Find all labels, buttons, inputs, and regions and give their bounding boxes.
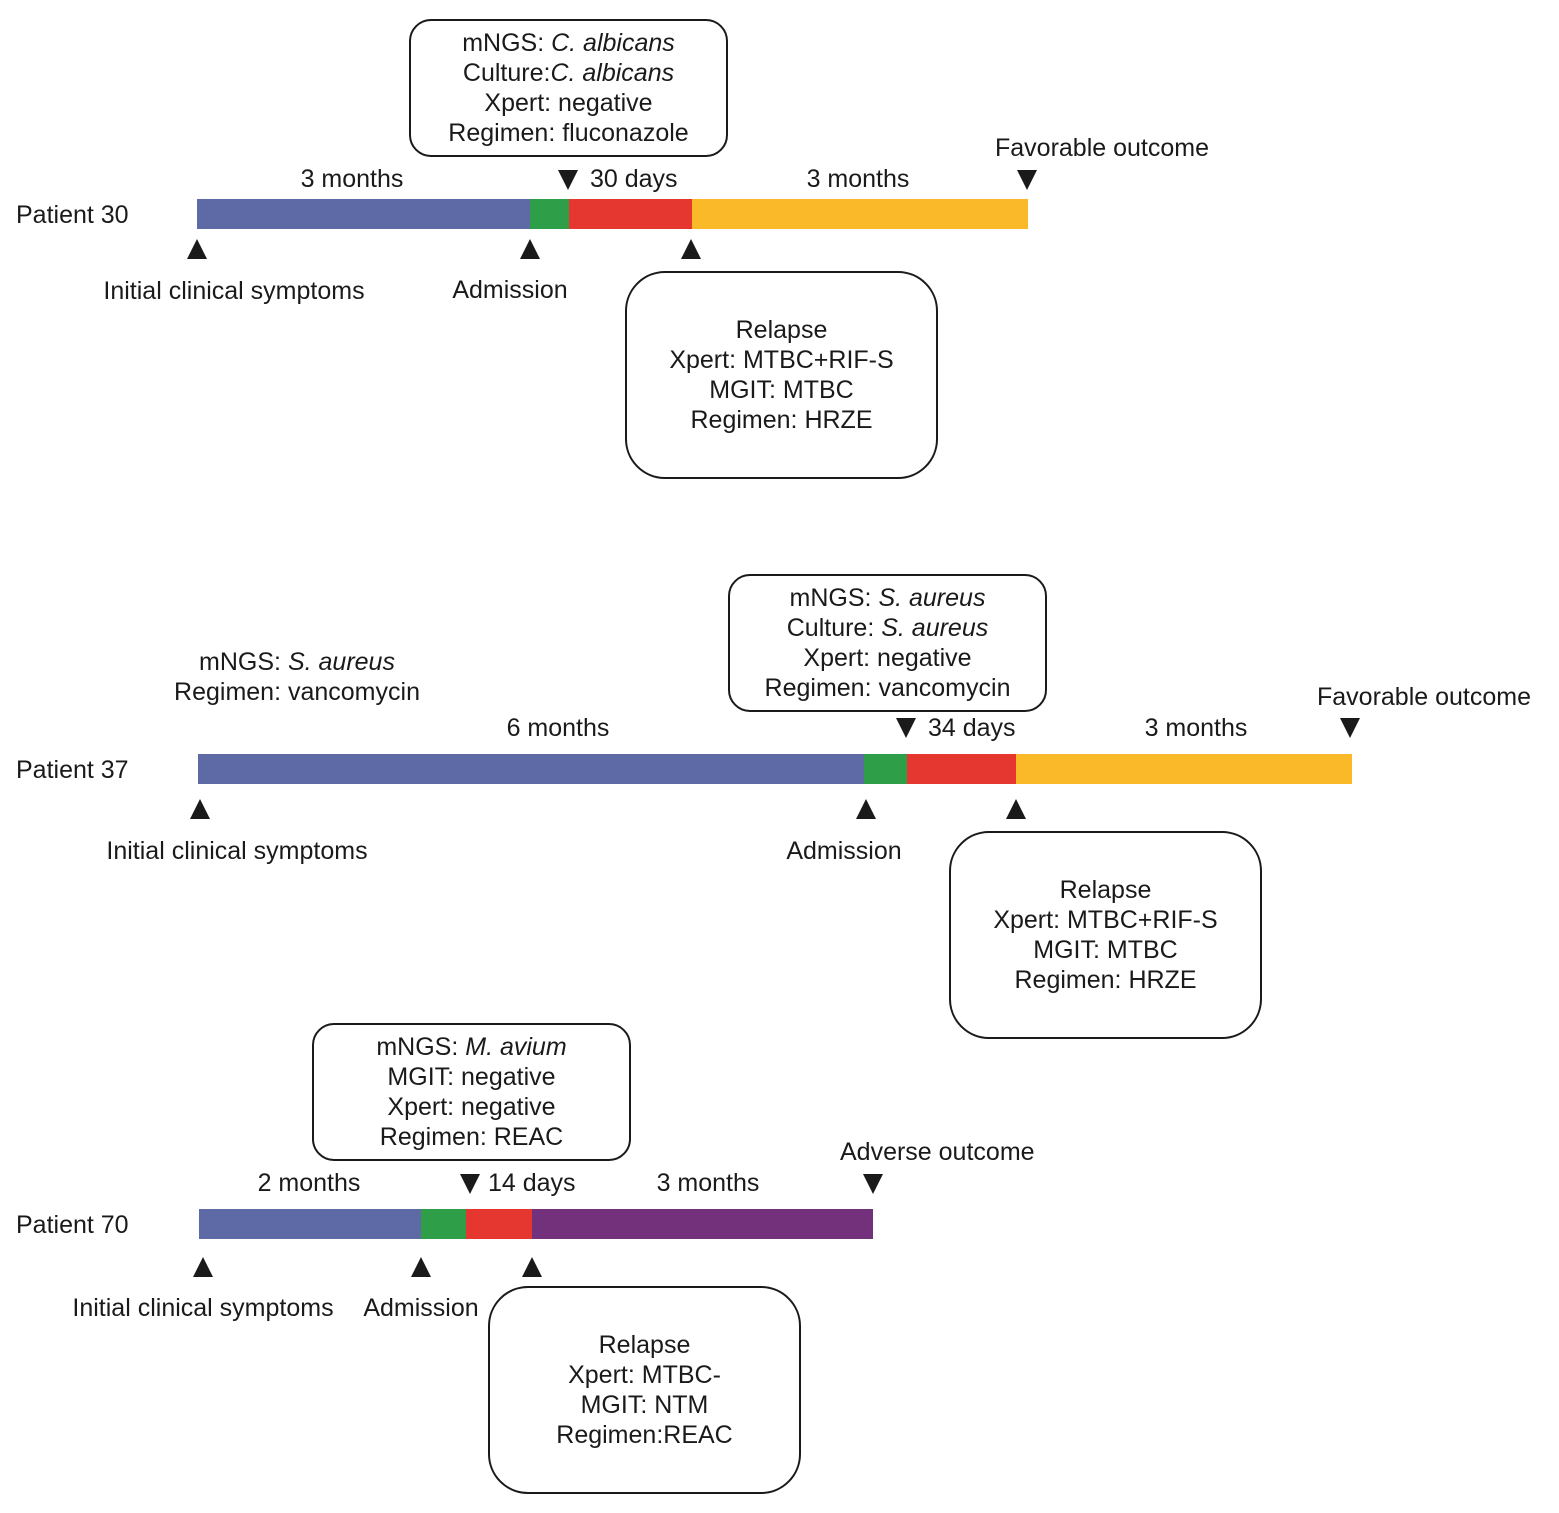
- p30-symptoms-label: Initial clinical symptoms: [103, 277, 365, 305]
- p37-culture-key: Culture:: [786, 614, 875, 642]
- p37-duration-treatment: 34 days: [928, 714, 1016, 742]
- p30-symptoms-marker: [187, 239, 207, 259]
- p70-duration-followup: 3 months: [656, 1169, 760, 1197]
- p37-culture-value: S. aureus: [881, 614, 989, 642]
- p70-admission-marker: [411, 1257, 431, 1277]
- p30-bar-pre-admission: [197, 199, 530, 229]
- p37-relapse-regimen: Regimen: HRZE: [1014, 966, 1197, 994]
- p30-outcome-label: Favorable outcome: [995, 134, 1210, 162]
- p37-regimen-line: Regimen: vancomycin: [764, 674, 1011, 702]
- p30-relapse-xpert: Xpert: MTBC+RIF-S: [669, 346, 894, 374]
- p37-diagnosis-marker: [896, 718, 916, 738]
- p70-relapse-marker: [522, 1257, 542, 1277]
- p70-relapse-mgit: MGIT: NTM: [580, 1391, 709, 1419]
- p30-relapse-regimen: Regimen: HRZE: [690, 406, 873, 434]
- p70-mgit-line: MGIT: negative: [387, 1063, 556, 1091]
- p37-admission-label: Admission: [786, 837, 902, 865]
- p30-admission-marker: [520, 239, 540, 259]
- p70-diagnosis-marker: [460, 1174, 480, 1194]
- p30-mngs-key: mNGS:: [462, 29, 545, 57]
- p37-mngs-value: S. aureus: [878, 584, 986, 612]
- p30-admission-label: Admission: [452, 276, 568, 304]
- p30-bar-treatment: [569, 199, 692, 229]
- p30-admission-findings-box: mNGS: C. albicans Culture:C. albicans Xp…: [409, 19, 728, 157]
- p37-admission-findings-box: mNGS: S. aureus Culture: S. aureus Xpert…: [728, 574, 1047, 712]
- p37-outcome-label: Favorable outcome: [1317, 683, 1532, 711]
- p30-diagnosis-marker: [558, 170, 578, 190]
- p30-duration-followup: 3 months: [806, 165, 910, 193]
- p37-relapse-xpert: Xpert: MTBC+RIF-S: [993, 906, 1218, 934]
- p30-culture-value: C. albicans: [550, 59, 675, 87]
- p30-regimen-line: Regimen: fluconazole: [448, 119, 689, 147]
- p37-pre-mngs-value: S. aureus: [287, 648, 395, 676]
- p37-outcome-marker: [1340, 718, 1360, 738]
- p70-admission-findings-box: mNGS: M. avium MGIT: negative Xpert: neg…: [312, 1023, 631, 1161]
- p30-relapse-marker: [681, 239, 701, 259]
- p37-bar-pre-admission: [198, 754, 864, 784]
- p70-bar-followup: [532, 1209, 873, 1239]
- p30-duration-treatment: 30 days: [590, 165, 678, 193]
- p30-mngs-value: C. albicans: [551, 29, 675, 57]
- p30-xpert-line: Xpert: negative: [484, 89, 653, 117]
- p37-relapse-box: Relapse Xpert: MTBC+RIF-S MGIT: MTBC Reg…: [949, 831, 1262, 1039]
- p70-mngs-value: M. avium: [465, 1033, 567, 1061]
- p37-pre-mngs-key: mNGS:: [199, 648, 281, 676]
- p37-pre-admission-mngs: mNGS: S. aureus: [199, 647, 395, 677]
- p70-outcome-label: Adverse outcome: [840, 1138, 1035, 1166]
- p30-bar-followup: [692, 199, 1028, 229]
- p70-xpert-line: Xpert: negative: [387, 1093, 556, 1121]
- p37-patient-label: Patient 37: [16, 756, 129, 784]
- p37-symptoms-label: Initial clinical symptoms: [106, 837, 368, 865]
- p70-duration-treatment: 14 days: [488, 1169, 576, 1197]
- p70-relapse-regimen: Regimen:REAC: [556, 1421, 733, 1449]
- p30-bar-admission: [530, 199, 569, 229]
- p37-relapse-marker: [1006, 799, 1026, 819]
- p30-outcome-marker: [1017, 170, 1037, 190]
- p30-relapse-box: Relapse Xpert: MTBC+RIF-S MGIT: MTBC Reg…: [625, 271, 938, 479]
- p70-relapse-box: Relapse Xpert: MTBC- MGIT: NTM Regimen:R…: [488, 1286, 801, 1494]
- p30-relapse-mgit: MGIT: MTBC: [709, 376, 854, 404]
- p70-relapse-xpert: Xpert: MTBC-: [568, 1361, 721, 1389]
- p70-bar-treatment: [466, 1209, 532, 1239]
- p30-patient-label: Patient 30: [16, 201, 129, 229]
- p70-mngs-key: mNGS:: [376, 1033, 459, 1061]
- p37-relapse-mgit: MGIT: MTBC: [1033, 936, 1178, 964]
- p37-admission-marker: [856, 799, 876, 819]
- p70-bar-pre-admission: [199, 1209, 421, 1239]
- p30-relapse-title: Relapse: [735, 316, 828, 344]
- p37-bar-treatment: [907, 754, 1016, 784]
- p37-bar-followup: [1016, 754, 1352, 784]
- p70-relapse-title: Relapse: [598, 1331, 691, 1359]
- p70-symptoms-label: Initial clinical symptoms: [72, 1294, 334, 1322]
- p37-xpert-line: Xpert: negative: [803, 644, 972, 672]
- p70-patient-label: Patient 70: [16, 1211, 129, 1239]
- p37-bar-admission: [864, 754, 907, 784]
- p70-symptoms-marker: [193, 1257, 213, 1277]
- p70-outcome-marker: [863, 1174, 883, 1194]
- p30-culture-key: Culture:: [462, 59, 551, 87]
- p37-duration-followup: 3 months: [1144, 714, 1248, 742]
- p37-mngs-key: mNGS:: [789, 584, 872, 612]
- p70-bar-admission: [421, 1209, 466, 1239]
- p37-pre-admission-regimen: Regimen: vancomycin: [174, 678, 420, 706]
- p37-relapse-title: Relapse: [1059, 876, 1152, 904]
- p30-duration-pre-admission: 3 months: [300, 165, 404, 193]
- p37-symptoms-marker: [190, 799, 210, 819]
- p70-admission-label: Admission: [363, 1294, 479, 1322]
- p37-duration-pre-admission: 6 months: [506, 714, 610, 742]
- p70-duration-pre-admission: 2 months: [257, 1169, 361, 1197]
- p70-regimen-line: Regimen: REAC: [379, 1123, 564, 1151]
